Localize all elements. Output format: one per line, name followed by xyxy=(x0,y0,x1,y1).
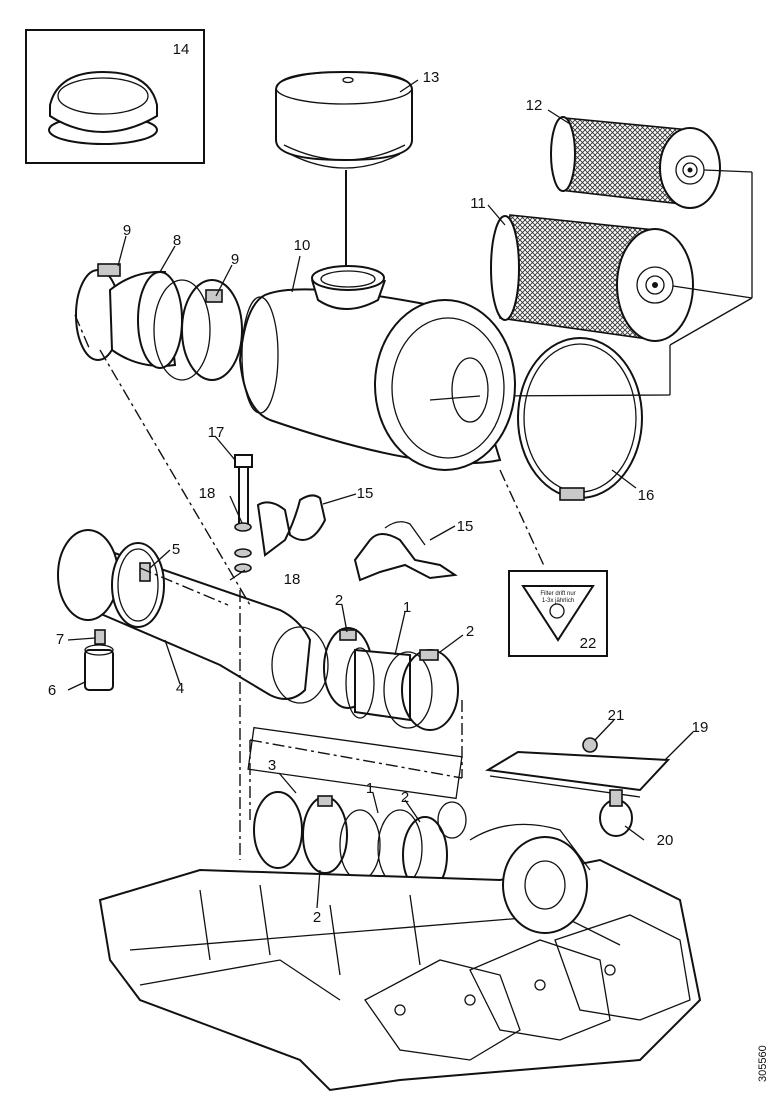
callout-18-bottom: 18 xyxy=(284,571,301,588)
callout-6: 6 xyxy=(48,682,56,699)
callout-1-lower: 1 xyxy=(366,780,374,797)
cover-13 xyxy=(275,70,413,270)
callout-10: 10 xyxy=(294,237,311,254)
callout-9-left: 9 xyxy=(123,222,131,239)
callout-11: 11 xyxy=(470,195,486,212)
callout-9-right: 9 xyxy=(231,251,239,268)
drawing-code: 305560 xyxy=(757,1045,769,1082)
callout-15-right: 15 xyxy=(457,518,474,535)
filter-housing-10 xyxy=(238,265,516,471)
callout-12: 12 xyxy=(526,97,543,114)
brackets-15-bolt-17-washers-18 xyxy=(234,454,458,582)
callout-15-left: 15 xyxy=(357,485,374,502)
callout-21: 21 xyxy=(608,707,625,724)
leader-lines xyxy=(67,79,694,909)
callout-2-upper-left: 2 xyxy=(335,592,343,609)
callout-14: 14 xyxy=(173,41,190,58)
callout-18-top: 18 xyxy=(199,485,216,502)
callout-7: 7 xyxy=(56,631,64,648)
warning-sign-text-line1: Filter drift nur xyxy=(540,591,575,597)
inset-cap-14 xyxy=(25,29,205,164)
callout-22: 22 xyxy=(580,635,597,652)
bracket-19-clamp-20-nut-21 xyxy=(485,737,671,837)
callout-3: 3 xyxy=(268,757,276,774)
warning-sign-text-line2: 1-3x jährlich xyxy=(542,598,574,604)
callout-20: 20 xyxy=(657,832,674,849)
callout-19: 19 xyxy=(692,719,709,736)
callout-17: 17 xyxy=(208,424,225,441)
intake-pipe-4 xyxy=(57,529,312,700)
callout-2-lower-left: 2 xyxy=(313,909,321,926)
clamp-16 xyxy=(517,337,643,501)
callout-13: 13 xyxy=(423,69,440,86)
warning-sign-22: Filter drift nur 1-3x jährlich xyxy=(508,570,608,657)
callout-8: 8 xyxy=(173,232,181,249)
callout-5: 5 xyxy=(172,541,180,558)
safety-filter-12 xyxy=(550,116,753,209)
callout-16: 16 xyxy=(638,487,655,504)
hose-1-clamps-2-lower-and-hose-3 xyxy=(247,726,467,894)
callout-2-lower-right: 2 xyxy=(401,789,409,806)
engine-manifold xyxy=(98,823,702,1092)
main-filter-11 xyxy=(479,172,753,397)
assembly-lines xyxy=(74,314,546,860)
callout-1-upper: 1 xyxy=(403,599,411,616)
hose-1-clamps-2-upper xyxy=(271,626,459,731)
callout-2-upper-right: 2 xyxy=(466,623,474,640)
callout-4: 4 xyxy=(176,680,184,697)
callout-labels: 14 13 12 11 10 9 8 9 16 17 15 18 15 5 18… xyxy=(48,41,709,926)
adapter-8-and-clamps-9 xyxy=(75,263,243,381)
